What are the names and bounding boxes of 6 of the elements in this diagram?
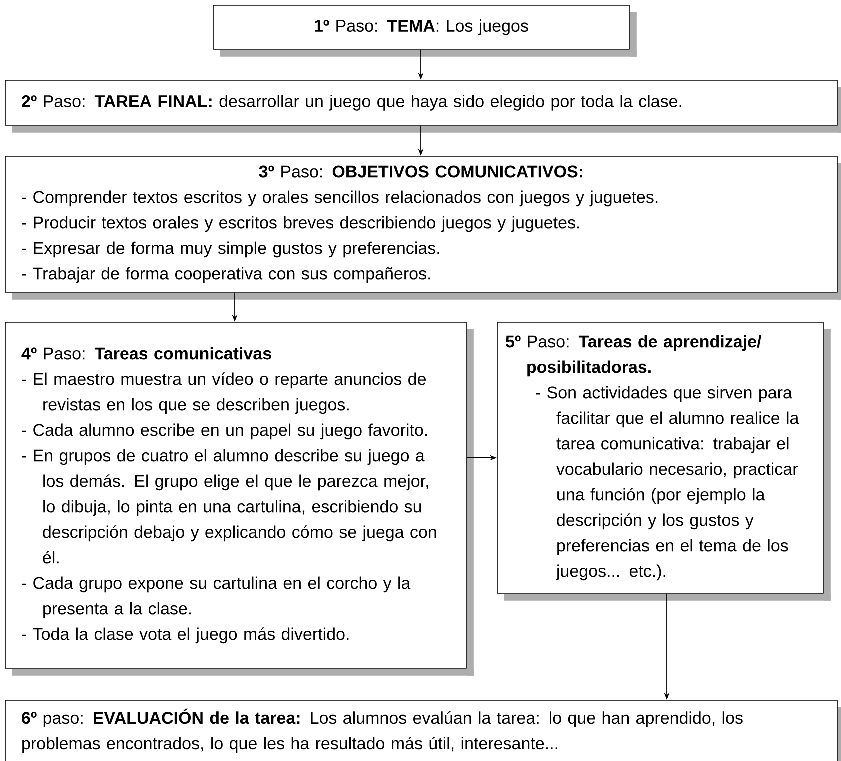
process-box: 3º Paso: OBJETIVOS COMUNICATIVOS: - Comprender textos escritos y orales sencillos relacionados con juegos y juguetes. - Producir textos orales y escritos breves describiendo juegos y juguetes. - Expresar de forma muy simple gustos y preferencias. - Trabajar de forma cooperativa con sus compañeros. xyxy=(5,156,841,300)
process-box: 1º Paso: TEMA: Los juegos xyxy=(213,5,637,57)
process-box: 5º Paso: Tareas de aprendizaje/ posibilitadoras. - Son actividades que sirven para facilitar que el alumno realice la tarea comunicativa: trabajar el vocabulario necesario, practicar una función (por ejemplo la descripción y los gustos y preferencias en el tema de los juegos... etc.). xyxy=(497,322,831,601)
process-box: 4º Paso: Tareas comunicativas - El maestro muestra un vídeo o reparte anuncios de revistas en los que se describen juegos. - Cada alumno escribe en un papel su juego favorito. - En grupos de cuatro el alumno describe su juego a los demás. El grupo elige el que le parezca mejor, lo dibuja, lo pinta en una cartulina, escribiendo su descripción debajo y explicando cómo se juega con él. - Cada grupo expone su cartulina en el corcho y la presenta a la clase. - Toda la clase vota el juego más divertido. xyxy=(5,322,474,676)
process-box: 2º Paso: TAREA FINAL: desarrollar un juego que haya sido elegido por toda la clase. xyxy=(5,80,841,133)
process-box: 6º paso: EVALUACIÓN de la tarea: Los alumnos evalúan la tarea: lo que han aprendido, los problemas encontrados, lo que les ha resultado más útil, interesante... xyxy=(5,700,841,761)
